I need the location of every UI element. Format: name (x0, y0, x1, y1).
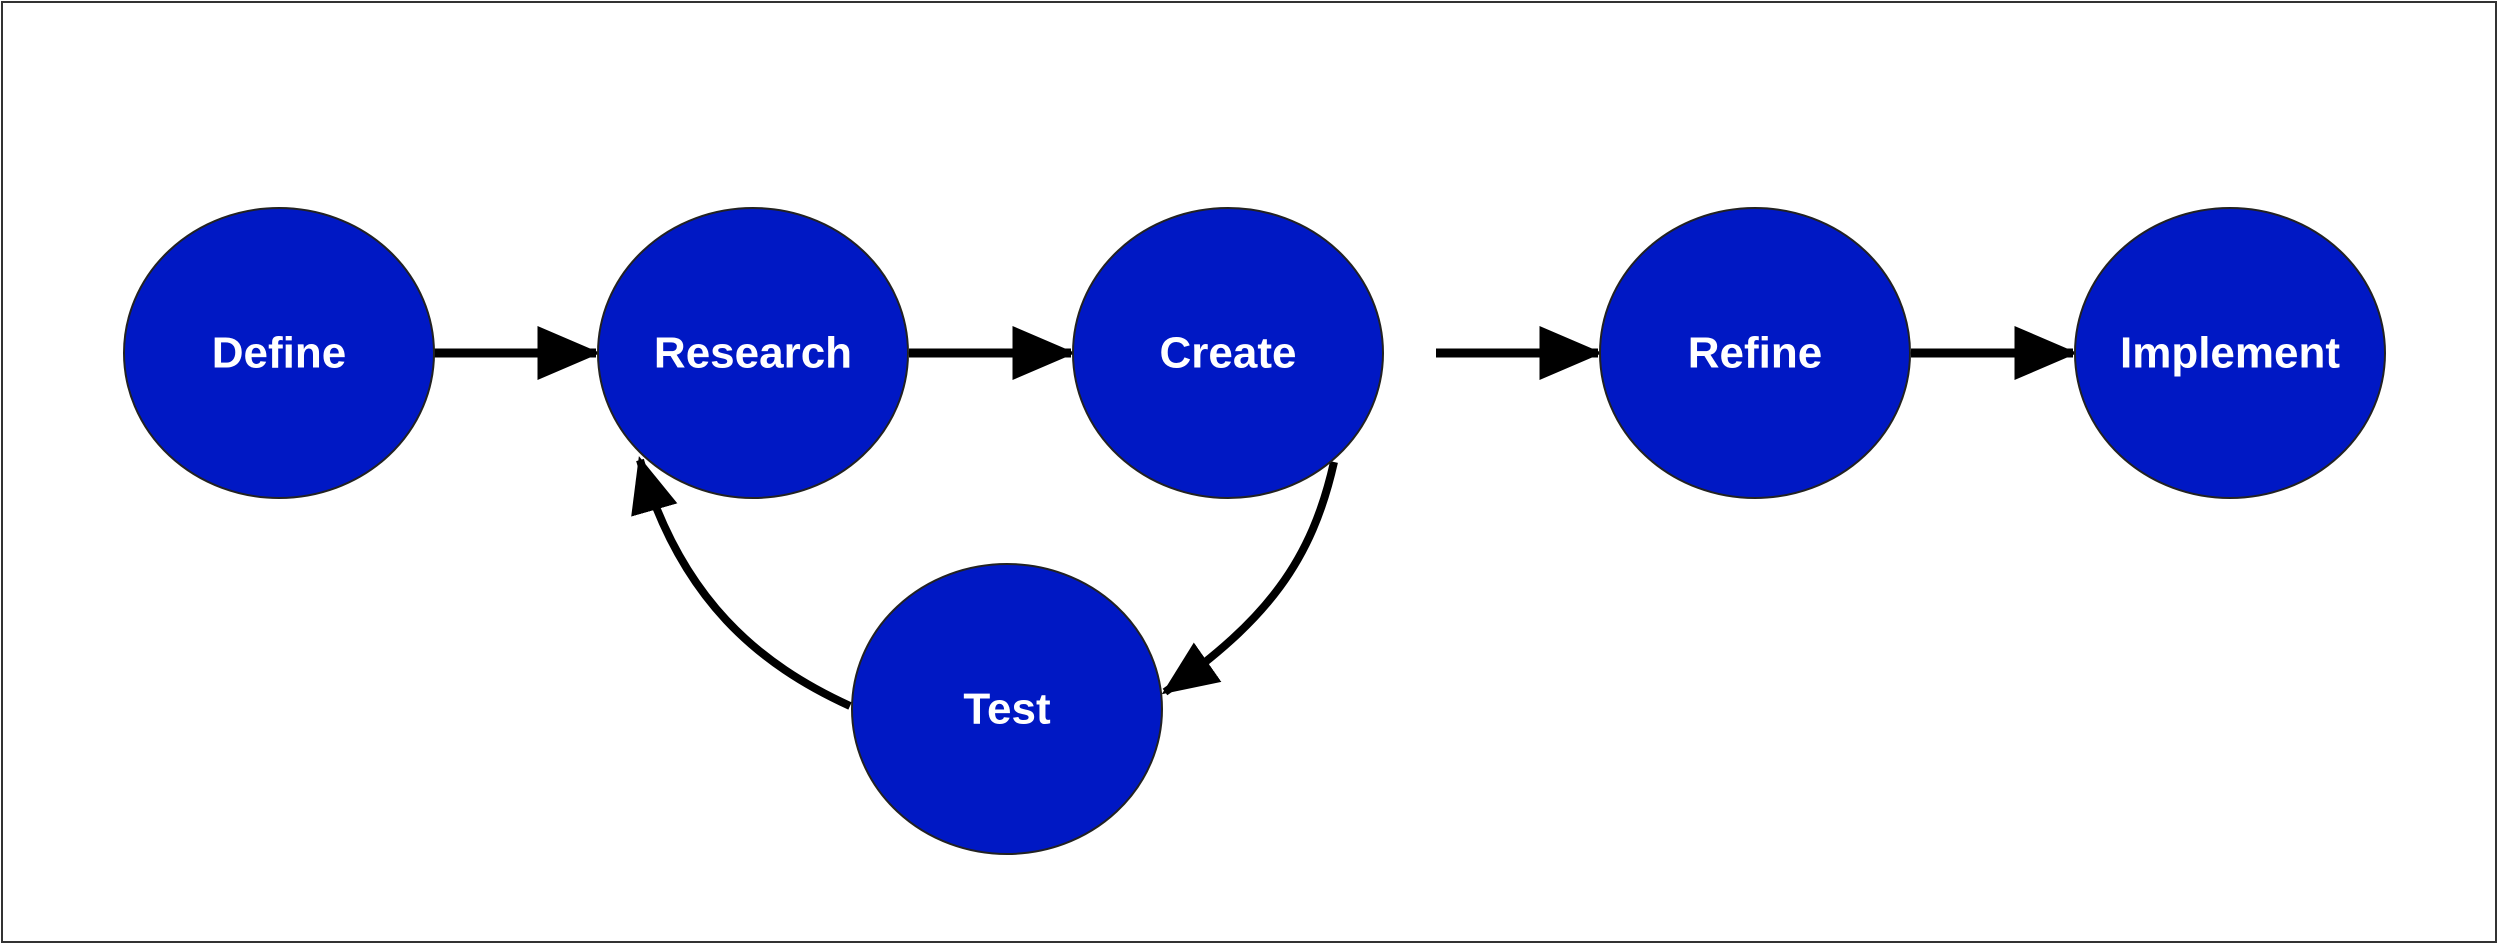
node-create-shape (1072, 207, 1384, 499)
node-research-shape (597, 207, 909, 499)
edge-create-test (1161, 461, 1338, 696)
node-test: Test (851, 563, 1163, 855)
node-implement-shape (2074, 207, 2386, 499)
node-implement-label: Implement (2120, 329, 2340, 378)
edge-test-research (631, 456, 852, 710)
node-define: Define (123, 207, 435, 499)
node-refine: Refine (1599, 207, 1911, 499)
node-test-label: Test (963, 685, 1051, 734)
node-create-label: Create (1160, 329, 1297, 378)
edges (434, 326, 2078, 710)
node-define-label: Define (212, 329, 346, 378)
node-refine-label: Refine (1688, 329, 1822, 378)
node-research-label: Research (654, 329, 852, 378)
node-test-shape (851, 563, 1163, 855)
node-refine-shape (1599, 207, 1911, 499)
node-create: Create (1072, 207, 1384, 499)
node-implement: Implement (2074, 207, 2386, 499)
node-define-shape (123, 207, 435, 499)
node-research: Research (597, 207, 909, 499)
